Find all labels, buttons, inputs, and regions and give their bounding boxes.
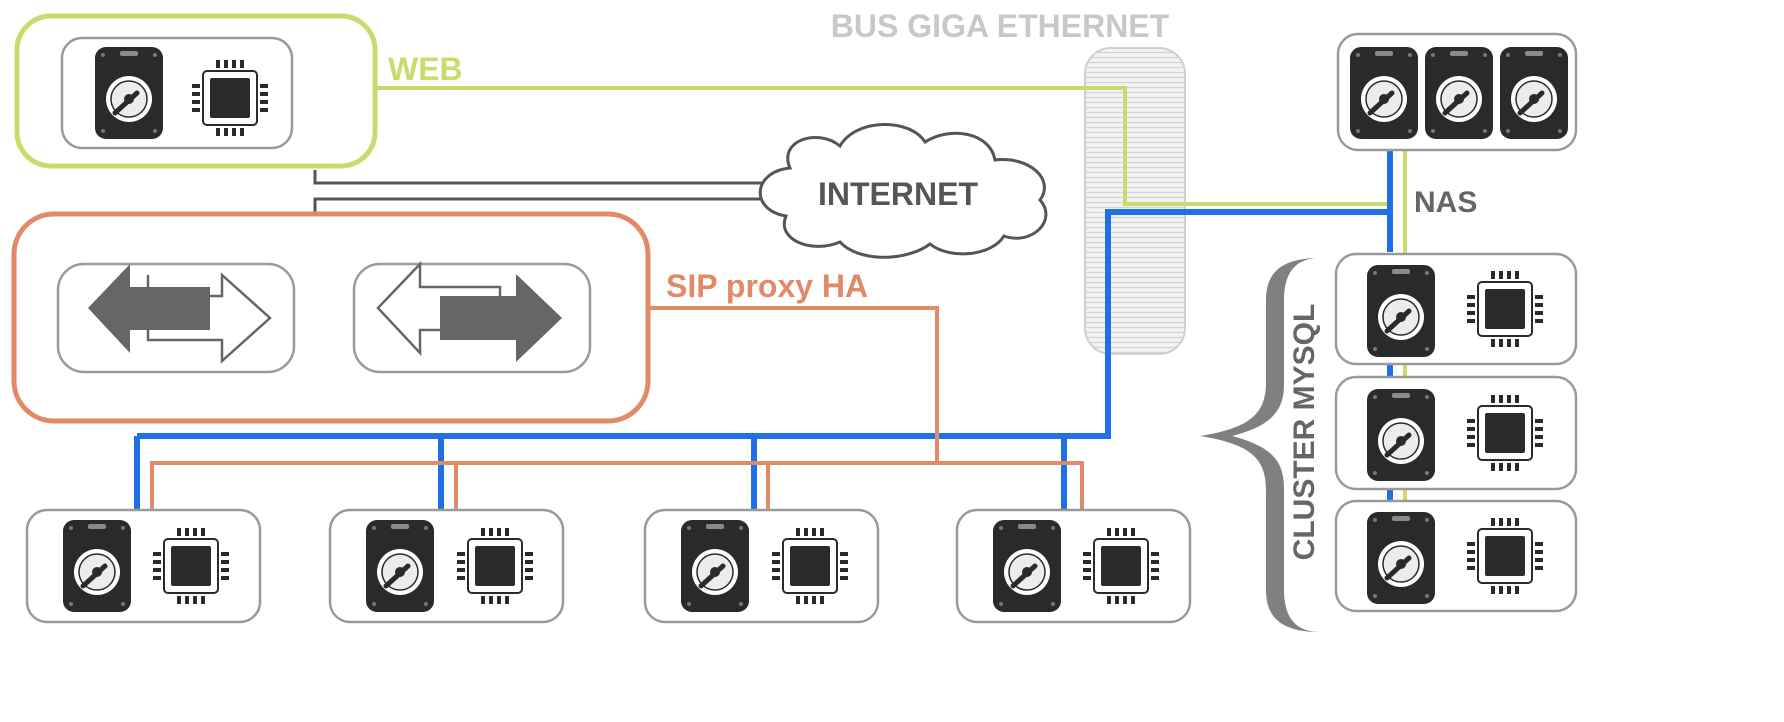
hard-disk-icon <box>1500 47 1568 139</box>
server-node-3 <box>643 508 880 624</box>
hard-disk-icon <box>1367 265 1435 357</box>
hard-disk-icon <box>63 520 131 612</box>
hard-disk-icon <box>1350 47 1418 139</box>
hard-disk-icon <box>95 47 163 139</box>
hard-disk-icon <box>366 520 434 612</box>
bidirectional-arrow-icon <box>88 264 272 364</box>
hard-disk-icon <box>993 520 1061 612</box>
internet-label: INTERNET <box>818 176 978 212</box>
sip-links <box>150 306 1084 510</box>
server-node-2 <box>328 508 565 624</box>
server-node-1 <box>25 508 262 624</box>
bidirectional-arrow-icon <box>376 260 562 362</box>
web-label: WEB <box>388 51 463 87</box>
sip-label: SIP proxy HA <box>666 268 868 304</box>
hard-disk-icon <box>1367 389 1435 481</box>
ethernet-bus-switch <box>1084 47 1186 355</box>
bus-title: BUS GIGA ETHERNET <box>831 8 1170 44</box>
internet-links <box>313 170 790 212</box>
server-node-4 <box>955 508 1192 624</box>
hard-disk-icon <box>1425 47 1493 139</box>
ethernet-links <box>134 150 1393 510</box>
cloud-icon <box>758 123 1048 259</box>
hard-disk-icon <box>1367 512 1435 604</box>
hard-disk-icon <box>681 520 749 612</box>
nas-label: NAS <box>1414 186 1477 219</box>
cluster-label: CLUSTER MYSQL <box>1288 304 1321 561</box>
